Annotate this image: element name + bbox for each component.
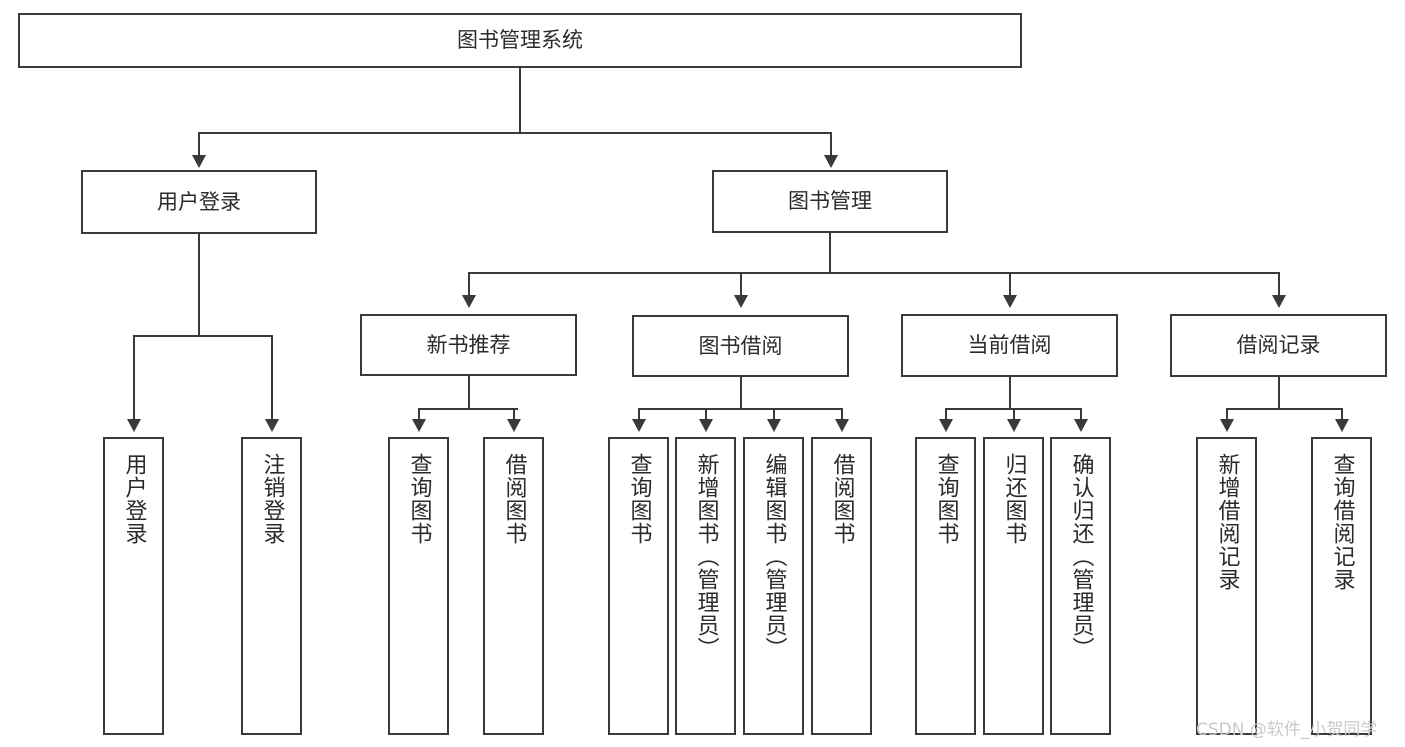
- arrow-to-borrow-record: [1272, 295, 1286, 308]
- connector-borrowrecord-bar: [1226, 408, 1342, 410]
- connector-bookmgmt-stem: [829, 233, 831, 273]
- connector-newbook-drop-1: [418, 408, 420, 421]
- node-label: 编辑图书（管理员）: [761, 453, 787, 660]
- csdn-watermark: CSDN @软件_小贺同学: [1196, 720, 1378, 740]
- leaf-node-return-book[interactable]: 归还图书: [983, 437, 1044, 735]
- connector-root-drop-2: [830, 132, 832, 157]
- node-label: 借阅图书: [829, 453, 855, 545]
- arrow-to-book-borrow: [734, 295, 748, 308]
- node-label: 图书管理系统: [457, 28, 583, 52]
- connector-currentborrow-drop-3: [1080, 408, 1082, 421]
- node-label: 借阅图书: [501, 453, 527, 545]
- node-label: 图书管理: [788, 189, 872, 213]
- connector-bookborrow-drop-1: [638, 408, 640, 421]
- connector-root-stem: [519, 68, 521, 133]
- node-label: 归还图书: [1001, 453, 1027, 545]
- node-label: 确认归还（管理员）: [1068, 453, 1094, 660]
- connector-borrowrecord-drop-1: [1226, 408, 1228, 421]
- leaf-node-user-login[interactable]: 用户登录: [103, 437, 164, 735]
- node-label: 当前借阅: [967, 333, 1052, 357]
- connector-bookmgmt-drop-3: [1009, 272, 1011, 297]
- connector-bookmgmt-drop-1: [468, 272, 470, 297]
- leaf-node-user-logout[interactable]: 注销登录: [241, 437, 302, 735]
- arrow-to-book-mgmt: [824, 155, 838, 168]
- connector-bookborrow-drop-3: [773, 408, 775, 421]
- arrow-to-leaf-return-book: [1007, 419, 1021, 432]
- leaf-node-edit-book-admin[interactable]: 编辑图书（管理员）: [743, 437, 804, 735]
- node-label: 新增借阅记录: [1214, 453, 1240, 591]
- connector-bookmgmt-bar: [468, 272, 1279, 274]
- arrow-to-leaf-add-record: [1220, 419, 1234, 432]
- arrow-to-new-book-rec: [462, 295, 476, 308]
- connector-userlogin-drop-2: [271, 335, 273, 421]
- arrow-to-leaf-query-book-2: [632, 419, 646, 432]
- node-label: 查询图书: [626, 453, 652, 545]
- arrow-to-leaf-user-login: [127, 419, 141, 432]
- leaf-node-query-book-newbook[interactable]: 查询图书: [388, 437, 449, 735]
- node-label: 用户登录: [121, 453, 147, 545]
- arrow-to-leaf-add-book: [699, 419, 713, 432]
- arrow-to-leaf-confirm-return: [1074, 419, 1088, 432]
- connector-currentborrow-drop-2: [1013, 408, 1015, 421]
- arrow-to-leaf-borrow-book-2: [835, 419, 849, 432]
- leaf-node-confirm-return-admin[interactable]: 确认归还（管理员）: [1050, 437, 1111, 735]
- node-user-login[interactable]: 用户登录: [81, 170, 317, 234]
- connector-userlogin-drop-1: [133, 335, 135, 421]
- connector-userlogin-stem: [198, 234, 200, 336]
- node-label: 新增图书（管理员）: [693, 453, 719, 660]
- connector-bookmgmt-drop-4: [1278, 272, 1280, 297]
- arrow-to-leaf-query-record: [1335, 419, 1349, 432]
- node-label: 用户登录: [157, 189, 241, 214]
- connector-newbook-bar: [418, 408, 518, 410]
- connector-bookborrow-bar: [638, 408, 842, 410]
- connector-bookmgmt-drop-2: [740, 272, 742, 297]
- leaf-node-query-book-borrow[interactable]: 查询图书: [608, 437, 669, 735]
- leaf-node-borrow-book[interactable]: 借阅图书: [811, 437, 872, 735]
- connector-borrowrecord-stem: [1278, 377, 1280, 409]
- node-label: 查询图书: [406, 453, 432, 545]
- arrow-to-leaf-user-logout: [265, 419, 279, 432]
- node-root-system[interactable]: 图书管理系统: [18, 13, 1022, 68]
- node-current-borrow[interactable]: 当前借阅: [901, 314, 1118, 377]
- leaf-node-add-book-admin[interactable]: 新增图书（管理员）: [675, 437, 736, 735]
- node-label: 注销登录: [259, 453, 285, 545]
- connector-root-bar: [198, 132, 832, 134]
- arrow-to-user-login: [192, 155, 206, 168]
- connector-bookborrow-stem: [740, 377, 742, 409]
- connector-borrowrecord-drop-2: [1341, 408, 1343, 421]
- node-label: 借阅记录: [1236, 333, 1321, 357]
- arrow-to-leaf-query-book-1: [412, 419, 426, 432]
- leaf-node-query-book-current[interactable]: 查询图书: [915, 437, 976, 735]
- leaf-node-add-borrow-record[interactable]: 新增借阅记录: [1196, 437, 1257, 735]
- node-label: 图书借阅: [698, 333, 783, 358]
- arrow-to-current-borrow: [1003, 295, 1017, 308]
- connector-root-drop-1: [198, 132, 200, 157]
- leaf-node-borrow-book-newbook[interactable]: 借阅图书: [483, 437, 544, 735]
- node-borrow-record[interactable]: 借阅记录: [1170, 314, 1387, 377]
- node-label: 查询图书: [933, 453, 959, 545]
- node-book-borrow[interactable]: 图书借阅: [632, 315, 849, 377]
- connector-bookborrow-drop-4: [841, 408, 843, 421]
- node-book-management[interactable]: 图书管理: [712, 170, 948, 233]
- arrow-to-leaf-query-book-3: [939, 419, 953, 432]
- connector-userlogin-bar: [133, 335, 272, 337]
- arrow-to-leaf-borrow-book-1: [507, 419, 521, 432]
- connector-bookborrow-drop-2: [705, 408, 707, 421]
- connector-newbook-stem: [468, 376, 470, 409]
- connector-currentborrow-drop-1: [945, 408, 947, 421]
- node-label: 新书推荐: [426, 332, 511, 357]
- arrow-to-leaf-edit-book: [767, 419, 781, 432]
- node-label: 查询借阅记录: [1329, 453, 1355, 591]
- node-new-book-recommend[interactable]: 新书推荐: [360, 314, 577, 376]
- leaf-node-query-borrow-record[interactable]: 查询借阅记录: [1311, 437, 1372, 735]
- connector-newbook-drop-2: [513, 408, 515, 421]
- connector-currentborrow-stem: [1009, 377, 1011, 409]
